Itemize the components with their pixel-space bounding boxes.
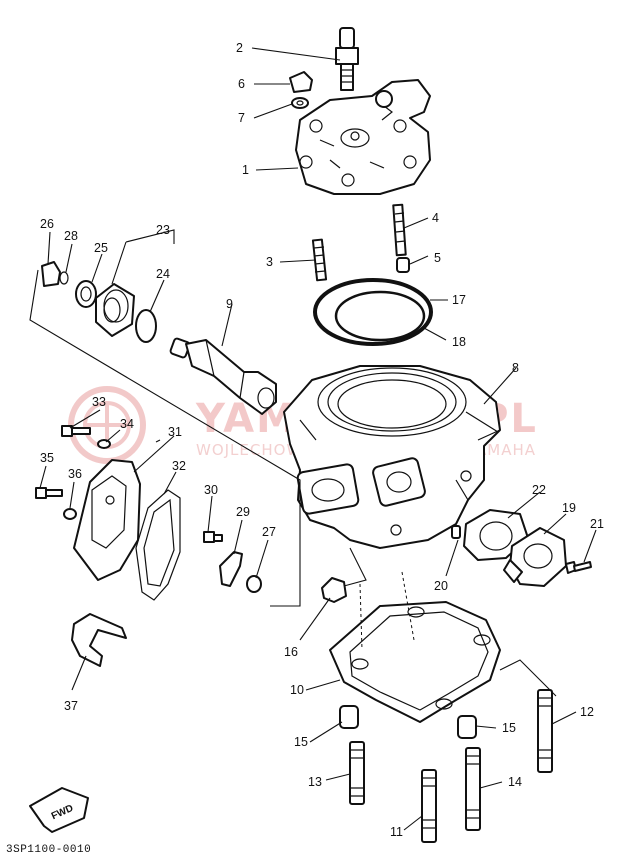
flange-bolt-part (565, 561, 592, 574)
cap-16-part (321, 577, 347, 603)
power-valve-part (169, 337, 277, 415)
exhaust-flange-part (503, 527, 567, 587)
label-13: 13 (308, 775, 322, 789)
dowel-15-right-part (457, 715, 477, 739)
label-29: 29 (236, 505, 250, 519)
dowel-pin-part (396, 257, 410, 273)
label-22: 22 (532, 483, 546, 497)
label-21: 21 (590, 517, 604, 531)
o-ring-part (313, 278, 433, 346)
label-25: 25 (94, 241, 108, 255)
cylinder-part (283, 365, 501, 549)
label-1: 1 (242, 163, 249, 177)
label-8: 8 (512, 361, 519, 375)
guide-lines (29, 269, 557, 697)
label-11: 11 (390, 825, 403, 839)
label-28: 28 (64, 229, 78, 243)
label-30: 30 (204, 483, 218, 497)
bracket-part (71, 613, 127, 667)
label-15-right: 15 (502, 721, 516, 735)
spark-plug-part (335, 27, 359, 91)
washer-36-part (63, 508, 77, 520)
screw-30-part (203, 531, 223, 543)
label-34: 34 (120, 417, 134, 431)
stud-12-part (537, 689, 553, 773)
cap-part (41, 261, 61, 287)
dowel-15-left-part (339, 705, 359, 729)
label-2: 2 (236, 41, 243, 55)
label-32: 32 (172, 459, 186, 473)
stud-long-part (392, 203, 407, 257)
label-15-left: 15 (294, 735, 308, 749)
label-3: 3 (266, 255, 273, 269)
base-gasket-part (329, 601, 501, 723)
leader-lines (39, 47, 597, 831)
label-19: 19 (562, 501, 576, 515)
cylinder-head-part (295, 79, 431, 195)
label-7: 7 (238, 111, 245, 125)
label-5: 5 (434, 251, 441, 265)
label-23: 23 (156, 223, 170, 237)
stud-14-part (465, 747, 481, 831)
label-33: 33 (92, 395, 106, 409)
label-14: 14 (508, 775, 522, 789)
label-31: 31 (168, 425, 182, 439)
stud-11-part (421, 769, 437, 843)
bolt-33-part (61, 425, 91, 437)
fwd-arrow-icon (29, 787, 89, 833)
small-o-ring-part (59, 271, 69, 285)
cap-nut-part (289, 71, 313, 93)
label-20: 20 (434, 579, 448, 593)
label-4: 4 (432, 211, 439, 225)
holder-o-ring-part (135, 309, 157, 343)
lever-29-part (219, 551, 243, 587)
label-37: 37 (64, 699, 78, 713)
label-9: 9 (226, 297, 233, 311)
label-24: 24 (156, 267, 170, 281)
valve-holder-part (95, 283, 135, 337)
collar-27-part (246, 575, 262, 593)
washer-part (291, 97, 309, 109)
label-27: 27 (262, 525, 276, 539)
oil-seal-part (75, 280, 97, 308)
stud-13-part (349, 741, 365, 805)
label-26: 26 (40, 217, 54, 231)
washer-34-part (97, 439, 111, 449)
valve-cover-part (73, 459, 141, 581)
label-16: 16 (284, 645, 298, 659)
label-12: 12 (580, 705, 594, 719)
label-10: 10 (290, 683, 304, 697)
bolt-35-part (35, 487, 63, 499)
label-36: 36 (68, 467, 82, 481)
drawing-code: 3SP1100-0010 (6, 844, 91, 856)
label-6: 6 (238, 77, 245, 91)
part-labels: 2 6 7 1 4 3 5 17 18 8 9 26 28 25 24 23 3… (40, 41, 604, 839)
small-pin-part (451, 525, 461, 539)
label-35: 35 (40, 451, 54, 465)
label-17: 17 (452, 293, 466, 307)
cover-gasket-part (135, 489, 181, 601)
label-18: 18 (452, 335, 466, 349)
